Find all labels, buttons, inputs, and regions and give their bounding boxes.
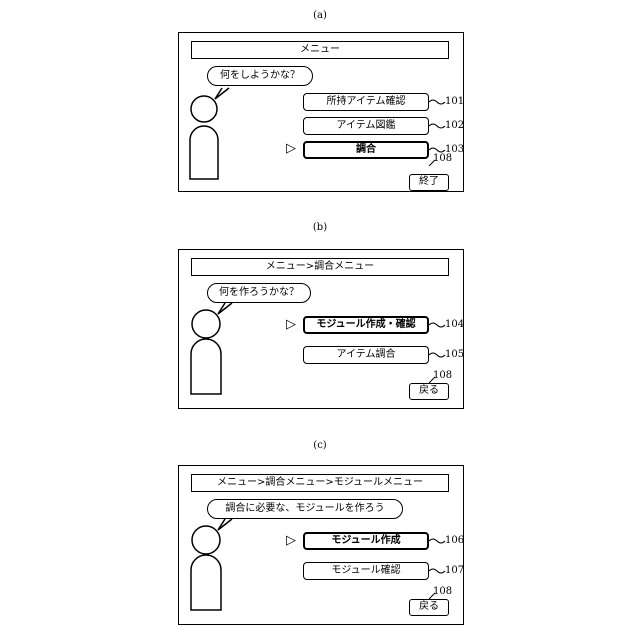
menu-button-item-compound[interactable]: アイテム調合 [303,346,429,364]
menu-screen-a: メニュー 何をしようかな？ 所持アイテム確認 アイテム図鑑 ▷ 調合 101 1… [178,32,464,192]
selection-cursor-icon: ▷ [286,534,296,547]
figure-label-b: (b) [0,222,640,233]
exit-button[interactable]: 終了 [409,174,449,191]
menu-button-inventory[interactable]: 所持アイテム確認 [303,93,429,111]
speech-bubble: 調合に必要な、モジュールを作ろう [207,499,403,519]
reference-number: 104 [445,319,464,330]
reference-number: 108 [433,370,452,381]
menu-screen-c: メニュー>調合メニュー>モジュールメニュー 調合に必要な、モジュールを作ろう ▷… [178,465,464,625]
selection-cursor-icon: ▷ [286,318,296,331]
menu-button-compound[interactable]: 調合 [303,141,429,159]
reference-number: 107 [445,565,464,576]
menu-button-module-create[interactable]: モジュール作成 [303,532,429,550]
figure-label-a: (a) [0,10,640,21]
reference-number: 101 [445,96,464,107]
menu-screen-b: メニュー>調合メニュー 何を作ろうかな？ ▷ モジュール作成・確認 アイテム調合… [178,249,464,409]
reference-number: 106 [445,535,464,546]
selection-cursor-icon: ▷ [286,142,296,155]
figure-label-c: (c) [0,440,640,451]
menu-button-module-confirm[interactable]: モジュール確認 [303,562,429,580]
character-figure [179,33,465,193]
reference-number: 108 [433,153,452,164]
menu-button-module-create-confirm[interactable]: モジュール作成・確認 [303,316,429,334]
menu-button-encyclopedia[interactable]: アイテム図鑑 [303,117,429,135]
back-button[interactable]: 戻る [409,599,449,616]
speech-bubble: 何を作ろうかな？ [207,283,311,303]
reference-number: 108 [433,586,452,597]
reference-number: 102 [445,120,464,131]
speech-bubble: 何をしようかな？ [207,66,313,86]
back-button[interactable]: 戻る [409,383,449,400]
reference-number: 105 [445,349,464,360]
